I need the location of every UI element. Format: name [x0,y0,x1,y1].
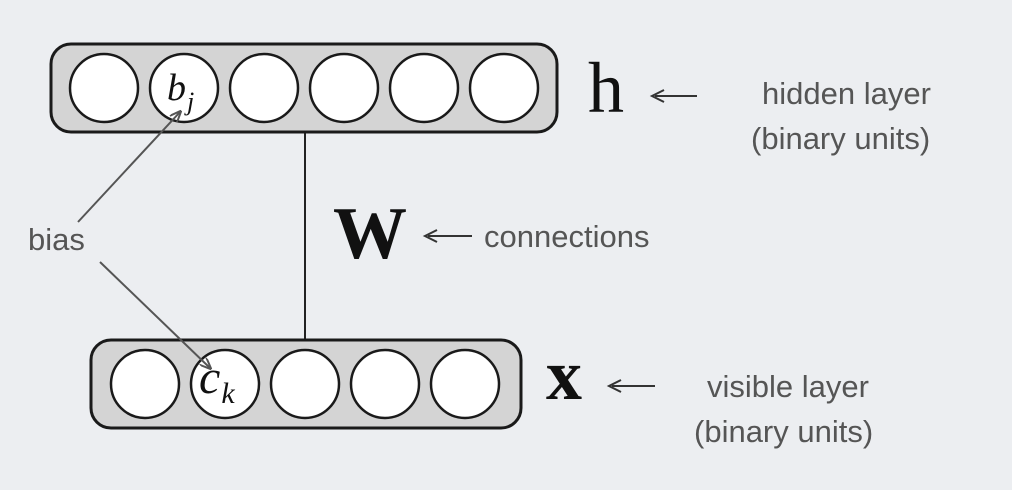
hidden-layer-desc-1: hidden layer [762,76,931,111]
bias-arrow-hidden [77,112,180,223]
visible-unit [349,348,421,420]
visible-unit [269,348,341,420]
bias-label: bias [28,222,85,257]
hidden-unit [68,52,140,124]
hidden-unit [308,52,380,124]
visible-symbol: x [546,335,582,415]
weights-symbol: W [333,193,407,275]
hidden-unit [388,52,460,124]
visible-unit [429,348,501,420]
hidden-layer-desc-2: (binary units) [751,121,930,156]
weights-desc: connections [484,219,649,254]
hidden-pointer-arrowhead [649,89,665,103]
hidden-unit [228,52,300,124]
hidden-symbol: h [588,48,624,128]
visible-pointer-arrowhead [606,379,622,393]
hidden-layer: bj [49,42,559,134]
visible-layer-desc-2: (binary units) [694,414,873,449]
hidden-unit [148,52,220,124]
hidden-unit [468,52,540,124]
visible-unit [109,348,181,420]
visible-layer-desc-1: visible layer [707,369,869,404]
weights-pointer-arrowhead [422,229,438,243]
visible-layer: ck [89,338,523,430]
bias-arrow-visible [99,261,210,368]
hidden-bias-symbol: bj [167,67,194,116]
